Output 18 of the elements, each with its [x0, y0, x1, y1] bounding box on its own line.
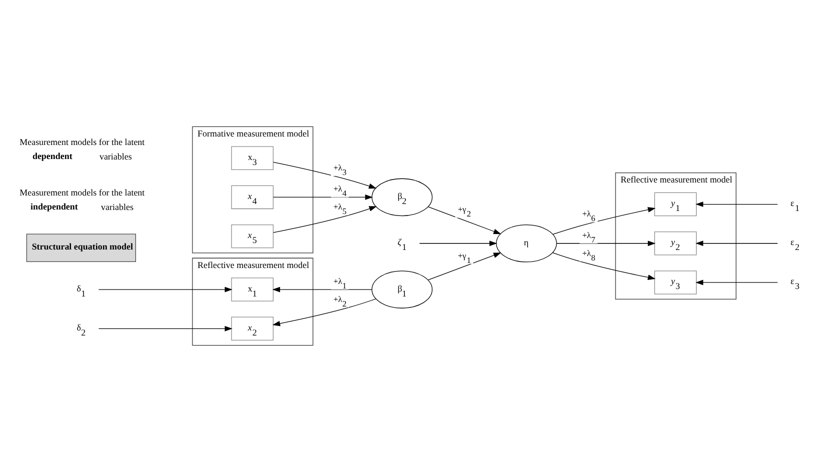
- arrow: [98, 326, 232, 332]
- node-ellipse: η: [496, 224, 557, 262]
- label: Measurement models for the latent independent variables: [20, 187, 145, 212]
- arrow: [272, 298, 376, 326]
- arrow: [556, 240, 656, 246]
- arrow: [696, 202, 778, 207]
- arrow: [428, 206, 502, 234]
- label: Measurement models for the latent dependent variables: [20, 136, 145, 162]
- arrow: [696, 240, 778, 246]
- arrow: [98, 286, 232, 292]
- arrow: [552, 252, 656, 280]
- arrow: [419, 240, 498, 246]
- arrow: [273, 206, 377, 233]
- node-box: Structural equation model: [26, 234, 136, 262]
- arrow: [273, 194, 373, 200]
- arrow: [272, 286, 372, 292]
- arrow: [428, 252, 502, 280]
- arrow: [696, 280, 778, 286]
